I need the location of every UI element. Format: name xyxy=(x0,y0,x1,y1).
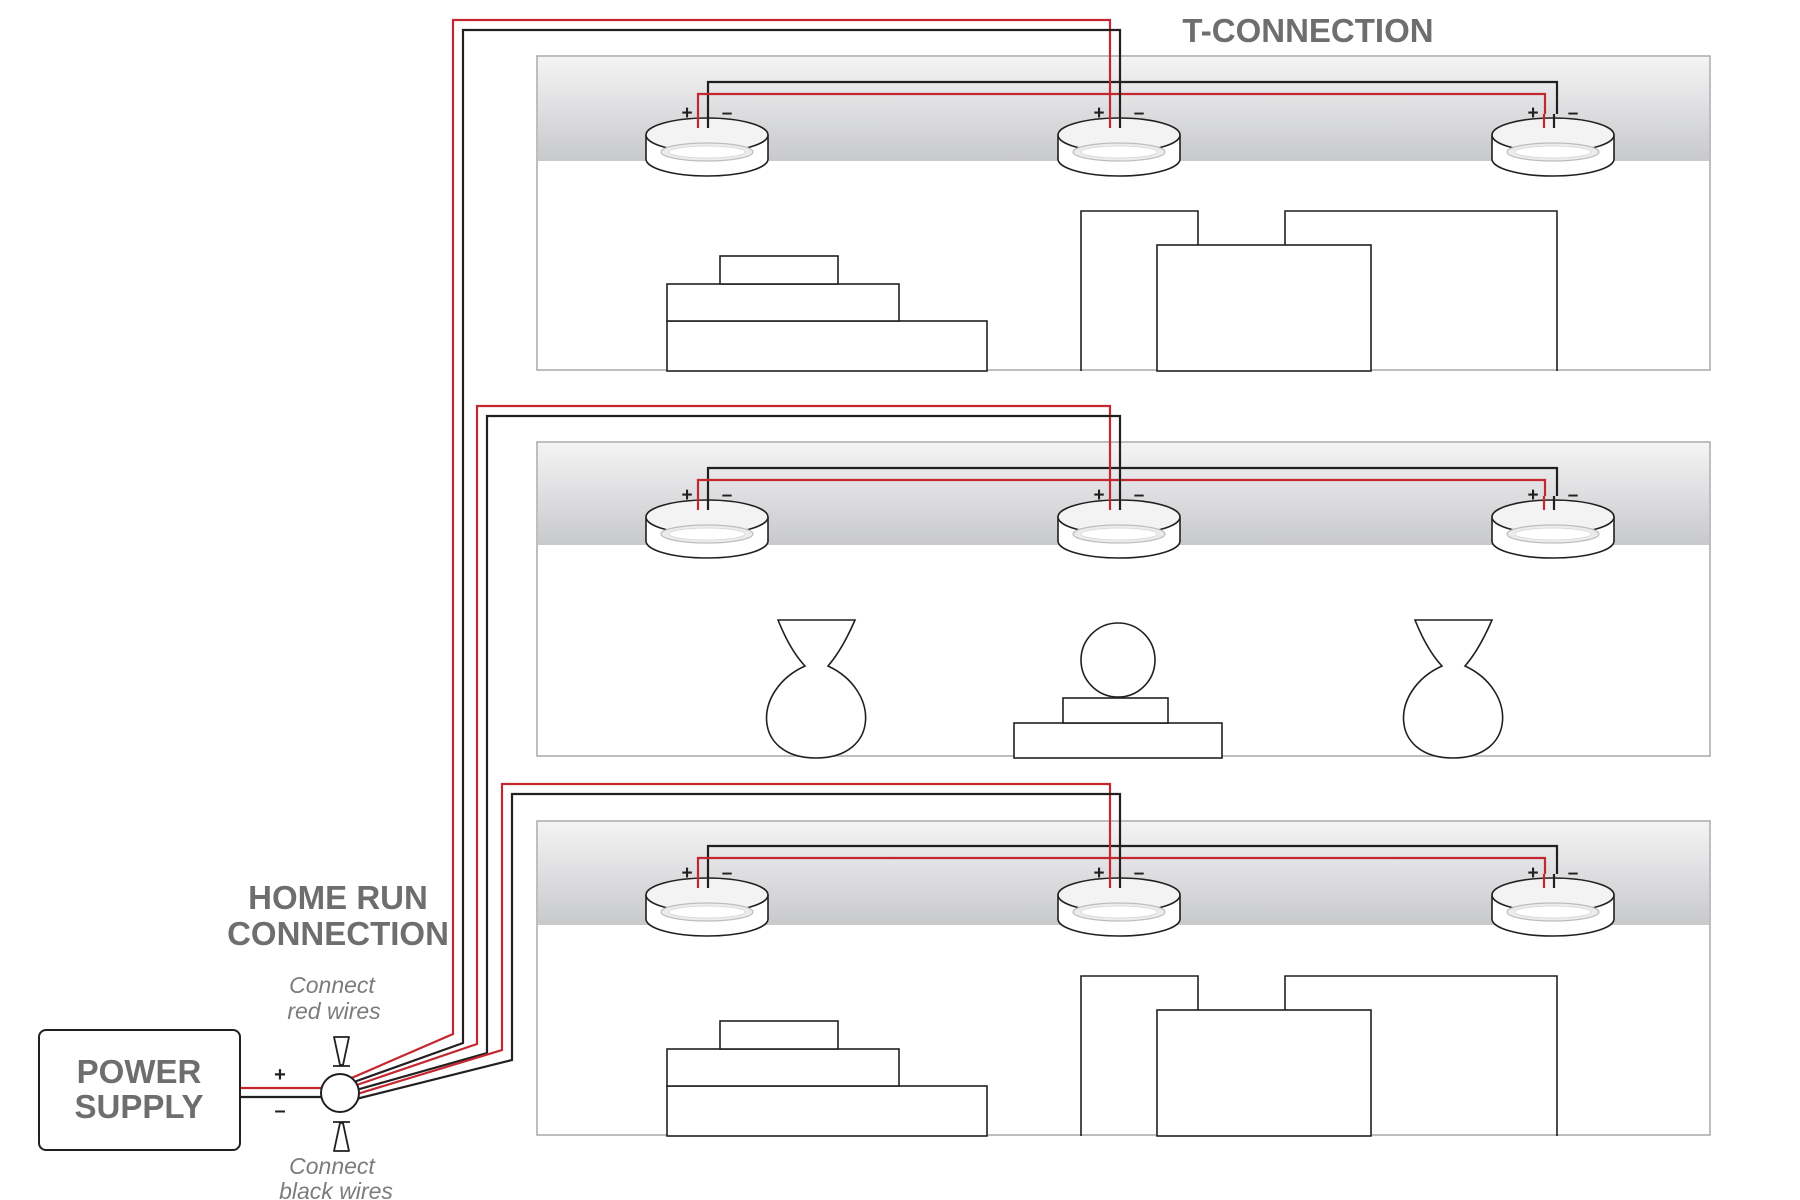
plus-sign: + xyxy=(1093,103,1104,124)
home-run-connector xyxy=(320,1073,360,1113)
stacked-books-bottom-left xyxy=(666,1020,988,1137)
minus-sign: – xyxy=(1134,863,1145,884)
t-wire-red-middle xyxy=(696,478,1547,496)
puck-light-top-center: +– xyxy=(1057,103,1181,177)
minus-sign: – xyxy=(1568,485,1579,506)
minus-sign: – xyxy=(722,103,733,124)
connect-black-note-line1: Connect xyxy=(289,1153,376,1179)
home-run-red-top xyxy=(339,18,1112,1085)
home-run-red-middle xyxy=(341,404,1112,1092)
puck-light-top-left: +– xyxy=(645,103,769,177)
puck-light-middle-center: +– xyxy=(1057,485,1181,559)
minus-sign: – xyxy=(722,863,733,884)
t-connection-title: T-CONNECTION xyxy=(1182,12,1433,49)
connect-red-note-line2: red wires xyxy=(287,998,381,1024)
t-wire-black-bottom xyxy=(706,844,1559,874)
home-run-black-middle xyxy=(341,414,1122,1096)
power-supply-label-line1: POWER xyxy=(77,1053,202,1090)
vase-right xyxy=(1402,619,1504,759)
plus-sign: + xyxy=(1527,485,1538,506)
home-run-red-bottom xyxy=(343,782,1112,1100)
vase-left xyxy=(765,619,867,759)
plus-sign: + xyxy=(681,863,692,884)
t-wire-black-middle xyxy=(706,466,1559,496)
home-run-black-bottom xyxy=(343,792,1122,1104)
power-supply-box: POWER SUPPLY xyxy=(38,1029,241,1151)
puck-light-bottom-left: +– xyxy=(645,863,769,937)
minus-sign: – xyxy=(722,485,733,506)
boxes-bottom-right xyxy=(1080,975,1558,1137)
puck-light-bottom-right: +– xyxy=(1491,863,1615,937)
minus-sign: – xyxy=(1134,103,1145,124)
puck-light-middle-right: +– xyxy=(1491,485,1615,559)
puck-light-bottom-center: +– xyxy=(1057,863,1181,937)
connect-black-note-line2: black wires xyxy=(279,1178,393,1200)
minus-sign: – xyxy=(1568,103,1579,124)
plus-sign: + xyxy=(681,103,692,124)
supply-minus-sign: – xyxy=(274,1100,285,1122)
plus-sign: + xyxy=(1093,485,1104,506)
plus-sign: + xyxy=(1527,863,1538,884)
supply-plus-sign: + xyxy=(274,1064,286,1086)
stacked-books-top-left xyxy=(666,255,988,372)
plus-sign: + xyxy=(681,485,692,506)
plus-sign: + xyxy=(1093,863,1104,884)
home-run-black-top xyxy=(339,28,1122,1089)
plus-sign: + xyxy=(1527,103,1538,124)
minus-sign: – xyxy=(1568,863,1579,884)
wire-nut-black-icon xyxy=(333,1121,350,1152)
t-wire-red-bottom xyxy=(696,856,1547,874)
power-supply-label-line2: SUPPLY xyxy=(74,1088,203,1125)
boxes-top-right xyxy=(1080,210,1558,372)
t-wire-red-top xyxy=(696,92,1547,114)
ball-on-stand xyxy=(1013,622,1223,759)
home-run-title-line2: CONNECTION xyxy=(227,915,449,952)
connect-red-note-line1: Connect xyxy=(289,972,376,998)
puck-light-top-right: +– xyxy=(1491,103,1615,177)
t-wire-black-top xyxy=(706,80,1559,114)
puck-light-middle-left: +– xyxy=(645,485,769,559)
home-run-title-line1: HOME RUN xyxy=(248,879,428,916)
minus-sign: – xyxy=(1134,485,1145,506)
wire-nut-red-icon xyxy=(333,1036,350,1067)
